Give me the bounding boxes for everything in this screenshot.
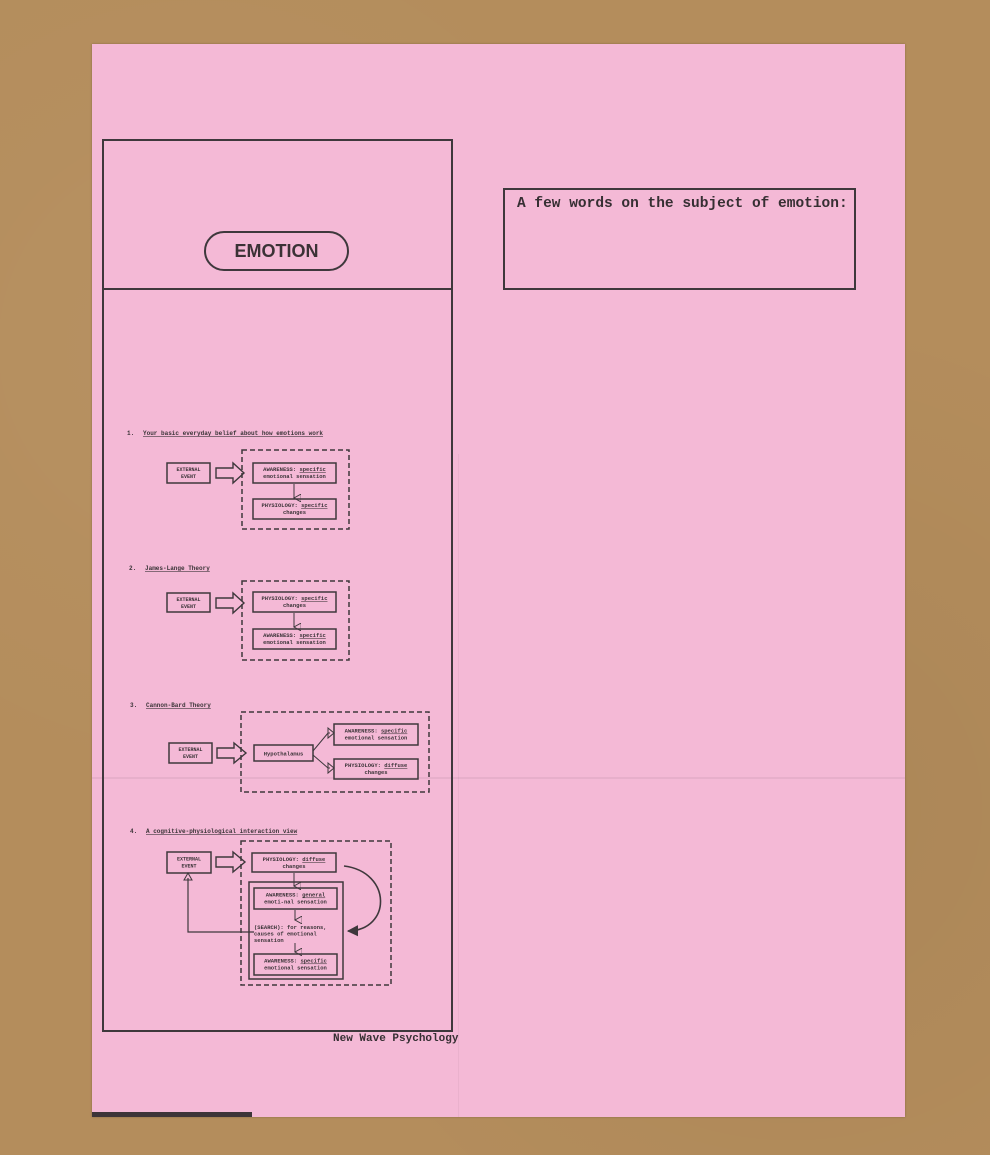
box-line-2: changes [283, 509, 306, 516]
section-4: 4. A cognitive-physiological interaction… [130, 828, 392, 986]
box-line-2: changes [282, 863, 305, 870]
box-line-2: emotional sensation [264, 965, 327, 972]
box-line-1: AWARENESS: specific [263, 632, 326, 639]
hypothalamus-label: Hypothalamus [264, 751, 304, 758]
section-2-title: James-Lange Theory [145, 565, 210, 572]
box-line-1: AWARENESS: general [266, 892, 326, 899]
left-panel: EMOTION [102, 139, 453, 1032]
event-line-1: EXTERNAL [178, 747, 202, 753]
section-1: 1. Your basic everyday belief about how … [127, 430, 350, 530]
event-line-1: EXTERNAL [177, 857, 201, 863]
branch-down-line [312, 754, 330, 769]
box-line-1: AWARENESS: specific [264, 958, 327, 965]
external-event-box [168, 742, 213, 764]
branch-up-line [312, 732, 330, 752]
physiology-box [333, 758, 419, 780]
box-line-2: emotional sensation [263, 639, 326, 646]
dashed-group [240, 840, 392, 986]
section-3-number: 3. [130, 702, 137, 709]
awareness-specific-box [253, 953, 338, 976]
section-1-number: 1. [127, 430, 134, 437]
branch-up-arrow-icon [327, 726, 335, 740]
awareness-box [333, 723, 419, 746]
block-arrow-icon [215, 850, 247, 874]
awareness-box [252, 628, 337, 650]
fold-line-horizontal [92, 777, 905, 779]
search-line-2: causes of emotional [254, 931, 317, 938]
box-line-1: PHYSIOLOGY: diffuse [263, 856, 326, 863]
box-line-2: changes [283, 602, 306, 609]
box-line-2: emoti-nal sensation [264, 899, 327, 906]
box-line-2: changes [364, 769, 387, 776]
footer-credit: New Wave Psychology [333, 1033, 459, 1045]
search-return-line [187, 878, 254, 933]
section-2: 2. James-Lange Theory EXTERNAL EVENT PHY… [129, 565, 350, 661]
pink-sheet: EMOTION A few words on the subject of em… [92, 44, 905, 1117]
dashed-group [241, 580, 350, 661]
search-line-3: sensation [254, 937, 284, 944]
block-arrow-icon [216, 741, 248, 765]
block-arrow-icon [215, 461, 246, 485]
box-line-1: AWARENESS: specific [263, 466, 326, 473]
box-line-1: PHYSIOLOGY: specific [261, 595, 327, 602]
event-line-1: EXTERNAL [176, 597, 200, 603]
awareness-general-box [253, 887, 338, 910]
feedback-curve-arrow-icon [343, 865, 382, 937]
box-line-1: PHYSIOLOGY: specific [261, 502, 327, 509]
fold-line-vertical [458, 454, 459, 1117]
box-line-2: emotional sensation [345, 735, 408, 742]
section-3: 3. Cannon-Bard Theory EXTERNAL EVENT Hyp… [130, 702, 430, 793]
section-4-number: 4. [130, 828, 137, 835]
event-line-1: EXTERNAL [176, 467, 200, 473]
block-arrow-icon [215, 591, 246, 615]
section-4-title: A cognitive-physiological interaction vi… [146, 828, 298, 835]
theory-diagrams: 1. Your basic everyday belief about how … [127, 430, 430, 986]
search-line-1: (SEARCH): for reasons, [254, 924, 327, 931]
event-line-2: EVENT [183, 754, 198, 760]
notes-heading: A few words on the subject of emotion: [517, 196, 848, 212]
section-2-number: 2. [129, 565, 136, 572]
hypothalamus-box [253, 744, 314, 762]
dashed-group [241, 449, 350, 530]
external-event-box [166, 851, 212, 874]
event-line-2: EVENT [181, 474, 196, 480]
event-line-2: EVENT [181, 864, 196, 870]
section-1-title: Your basic everyday belief about how emo… [143, 430, 323, 437]
branch-down-arrow-icon [327, 761, 335, 775]
box-line-2: emotional sensation [263, 473, 326, 480]
event-line-2: EVENT [181, 604, 196, 610]
external-event-box [166, 592, 211, 613]
paper-shadow [92, 1112, 252, 1117]
panel-divider [104, 288, 451, 290]
awareness-box [252, 462, 337, 484]
external-event-box [166, 462, 211, 484]
dashed-group [240, 711, 430, 793]
up-arrow-icon [183, 871, 193, 881]
notes-box: A few words on the subject of emotion: [503, 188, 856, 290]
box-line-1: PHYSIOLOGY: diffuse [345, 762, 408, 769]
physiology-box [252, 498, 337, 520]
physiology-box [252, 591, 337, 613]
box-line-1: AWARENESS: specific [345, 728, 408, 735]
physiology-box [251, 852, 337, 873]
section-3-title: Cannon-Bard Theory [146, 702, 211, 709]
page-title: EMOTION [204, 231, 349, 271]
